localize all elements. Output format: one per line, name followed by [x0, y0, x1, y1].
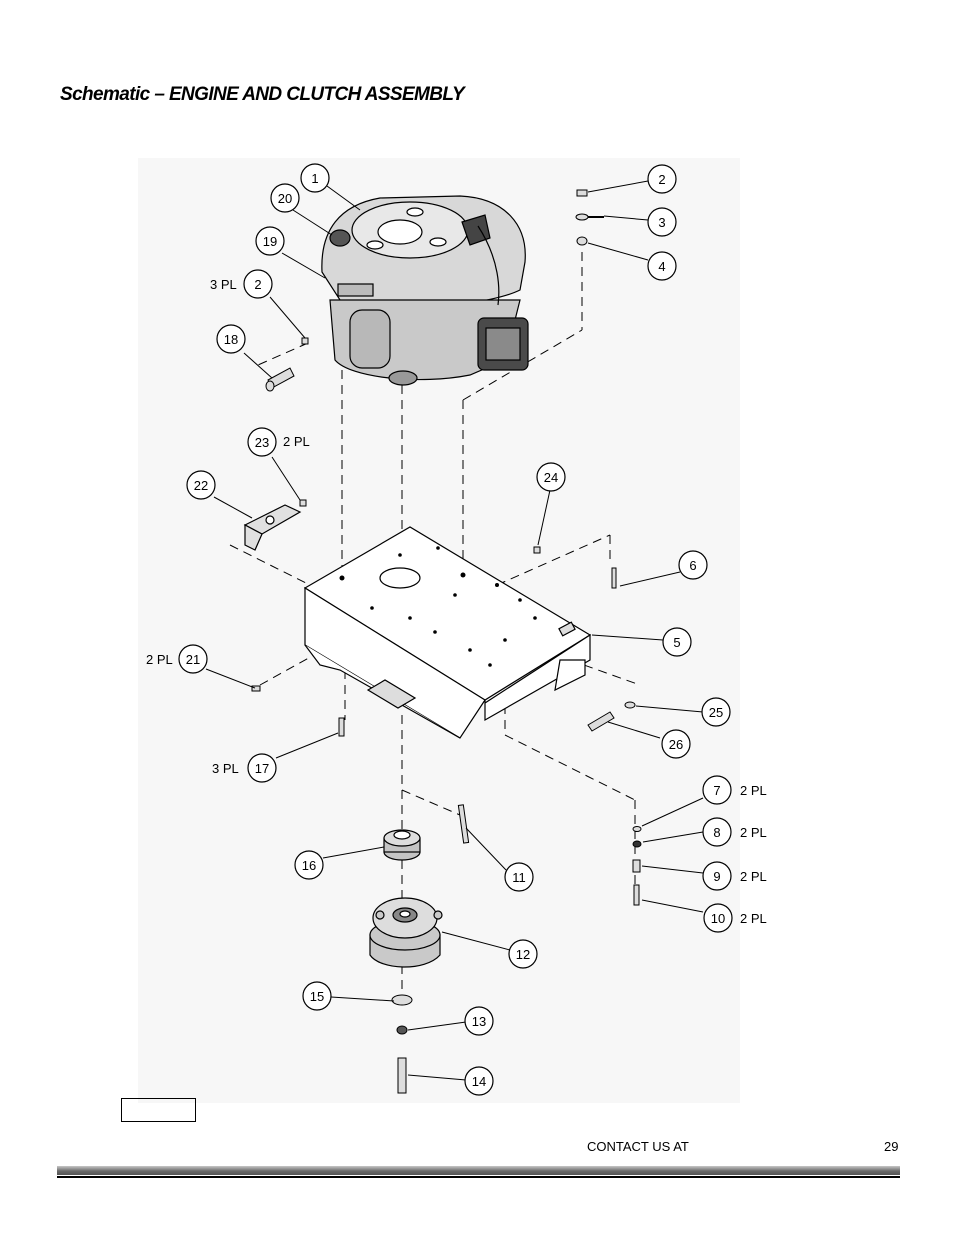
callout-13: 13 — [472, 1014, 486, 1029]
qty-label-23: 2 PL — [283, 434, 310, 449]
callout-23: 23 — [255, 435, 269, 450]
callout-25: 25 — [709, 705, 723, 720]
callout-17: 17 — [255, 761, 269, 776]
engine — [321, 195, 529, 386]
callout-10: 10 — [711, 911, 725, 926]
bracket — [243, 504, 302, 551]
qty-label-21: 2 PL — [146, 652, 173, 667]
callout-5: 5 — [673, 635, 680, 650]
qty-label-7: 2 PL — [740, 783, 767, 798]
page-number: 29 — [884, 1139, 899, 1154]
callout-16: 16 — [302, 858, 316, 873]
footer-contact: CONTACT US AT — [587, 1139, 689, 1154]
callout-15: 15 — [310, 989, 324, 1004]
callout-2-left: 2 — [254, 277, 261, 292]
pulley — [383, 829, 421, 861]
callout-24: 24 — [544, 470, 558, 485]
callout-14: 14 — [472, 1074, 486, 1089]
footer-rule-line — [57, 1176, 900, 1178]
footer-rule — [57, 1166, 900, 1175]
callout-11: 11 — [512, 870, 526, 885]
mount-plate — [303, 526, 592, 739]
callout-4: 4 — [658, 259, 665, 274]
callout-19: 19 — [263, 234, 277, 249]
blank-label-box — [121, 1098, 196, 1122]
page-title: Schematic – ENGINE AND CLUTCH ASSEMBLY — [60, 84, 465, 105]
qty-label-8: 2 PL — [740, 825, 767, 840]
qty-label-2: 3 PL — [210, 277, 237, 292]
callout-2-right: 2 — [658, 172, 665, 187]
clutch — [369, 897, 443, 968]
qty-label-17: 3 PL — [212, 761, 239, 776]
callout-1: 1 — [311, 171, 318, 186]
callout-22: 22 — [194, 478, 208, 493]
hardware — [251, 189, 642, 1094]
callout-7: 7 — [713, 783, 720, 798]
callout-6: 6 — [689, 558, 696, 573]
callout-12: 12 — [516, 947, 530, 962]
callout-21: 21 — [186, 652, 200, 667]
qty-label-10: 2 PL — [740, 911, 767, 926]
callout-18: 18 — [224, 332, 238, 347]
callout-8: 8 — [713, 825, 720, 840]
callout-9: 9 — [713, 869, 720, 884]
callout-3: 3 — [658, 215, 665, 230]
callout-26: 26 — [669, 737, 683, 752]
callout-20: 20 — [278, 191, 292, 206]
qty-label-9: 2 PL — [740, 869, 767, 884]
